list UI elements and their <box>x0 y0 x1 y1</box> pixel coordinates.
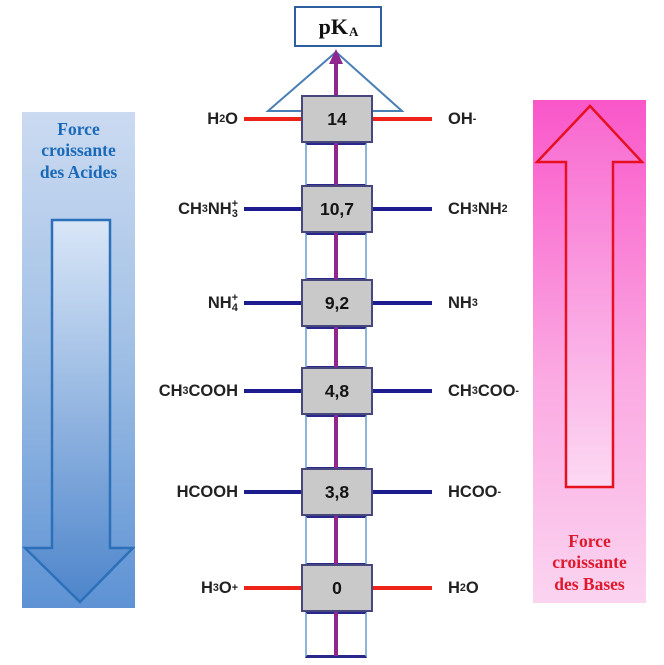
pka-title: pK <box>318 13 348 39</box>
tie-line-left <box>244 301 304 305</box>
tie-line-left <box>244 117 304 121</box>
tie-line-right <box>370 586 432 590</box>
pka-axis-line <box>334 56 338 656</box>
base-increase-arrow-icon <box>534 104 645 489</box>
pka-value-box: 14 <box>301 95 373 143</box>
pka-value-box: 3,8 <box>301 468 373 516</box>
acid-formula-label: NH+4 <box>207 291 238 314</box>
acid-panel-label: Force croissante des Acides <box>22 119 135 183</box>
acid-formula-label: HCOOH <box>176 482 238 501</box>
base-label-line3: des Bases <box>554 573 625 594</box>
base-strength-panel: Force croissante des Bases <box>533 100 646 603</box>
tie-line-right <box>370 207 432 211</box>
tie-line-right <box>370 490 432 494</box>
pka-title-subscript: A <box>348 23 359 39</box>
pka-value-box: 0 <box>301 564 373 612</box>
base-formula-label: OH- <box>448 109 477 128</box>
acid-label-line2: croissante <box>41 140 116 161</box>
base-panel-label: Force croissante des Bases <box>533 531 646 595</box>
tie-line-left <box>244 586 304 590</box>
base-formula-label: HCOO- <box>448 482 502 501</box>
tie-line-right <box>370 117 432 121</box>
base-label-line1: Force <box>568 530 611 551</box>
acid-strength-panel: Force croissante des Acides <box>22 112 135 608</box>
acid-label-line1: Force <box>57 119 100 139</box>
tie-line-left <box>244 490 304 494</box>
pka-axis-arrowhead-icon <box>329 49 343 64</box>
tie-line-left <box>244 207 304 211</box>
base-label-line2: croissante <box>552 552 627 573</box>
tie-line-right <box>370 301 432 305</box>
pka-value-box: 9,2 <box>301 279 373 327</box>
pka-value-box: 10,7 <box>301 185 373 233</box>
acid-label-line3: des Acides <box>39 161 118 182</box>
pka-value-box: 4,8 <box>301 367 373 415</box>
pka-title-box: pK A <box>294 6 382 47</box>
tie-line-left <box>244 389 304 393</box>
acid-increase-arrow-icon <box>22 218 135 604</box>
tie-line-right <box>370 389 432 393</box>
